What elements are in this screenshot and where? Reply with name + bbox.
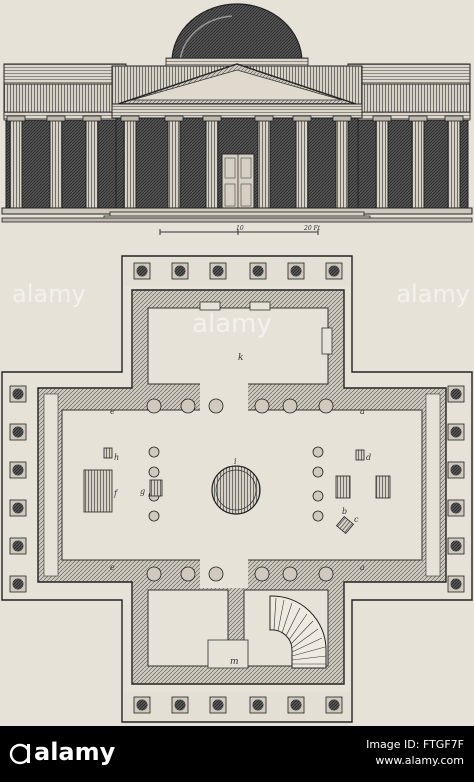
label-i: i xyxy=(234,457,237,466)
label-m: m xyxy=(230,657,239,667)
watermark-right: alamy xyxy=(396,280,470,308)
label-e-top: e xyxy=(110,407,115,416)
footer-svg: alamy Image ID: FTGF7F www.alamy.com xyxy=(9,738,464,767)
label-f: f xyxy=(113,489,119,498)
alamy-logo-mark xyxy=(9,743,31,765)
plan-outline xyxy=(1,255,473,723)
front-elevation xyxy=(1,3,473,223)
scale-label-end: 20 Ft xyxy=(303,225,321,232)
portico-entablature xyxy=(111,103,363,119)
label-c: c xyxy=(354,515,359,524)
portico-columns xyxy=(123,119,349,211)
scale-bar: 10 20 Ft xyxy=(159,225,321,235)
villa-drawing: 10 20 Ft xyxy=(1,3,473,723)
central-rotunda xyxy=(211,465,261,515)
label-d: d xyxy=(366,453,371,462)
fixtures xyxy=(83,447,391,535)
footer-brand: alamy xyxy=(34,738,116,766)
label-a-bottom: a xyxy=(360,563,365,572)
left-wing-entablature xyxy=(3,63,127,85)
north-room xyxy=(147,307,329,385)
stock-footer: alamy Image ID: FTGF7F www.alamy.com xyxy=(0,726,474,778)
left-wing-wall xyxy=(5,119,125,209)
footer-site: www.alamy.com xyxy=(375,754,464,767)
label-a-top: a xyxy=(360,407,365,416)
label-e-bottom: e xyxy=(110,563,115,572)
label-h: h xyxy=(114,453,119,462)
engraving-plate: 10 20 Ft xyxy=(0,0,474,726)
dome xyxy=(171,3,303,63)
label-b: b xyxy=(342,507,347,516)
interior-columns xyxy=(146,398,334,582)
right-wing-entablature xyxy=(347,63,471,85)
watermark-left: alamy xyxy=(12,280,86,308)
spiral-staircase xyxy=(269,595,327,669)
watermarks: alamy alamy alamy xyxy=(12,280,470,339)
watermark-center: alamy xyxy=(192,309,272,339)
label-k: k xyxy=(238,353,243,363)
room-labels: k e a h f g i d b c e a m xyxy=(110,353,371,667)
footer-image-id: Image ID: FTGF7F xyxy=(366,738,464,751)
floor-plan: k e a h f g i d b c e a m xyxy=(1,255,473,723)
scale-label-start: 10 xyxy=(236,225,244,232)
label-g: g xyxy=(140,487,145,496)
portico-column-bases xyxy=(9,262,465,714)
